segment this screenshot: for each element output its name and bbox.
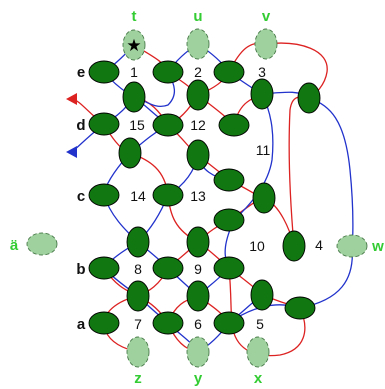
junction-node[interactable]	[284, 296, 316, 320]
junction-node[interactable]	[152, 311, 184, 335]
junction-node[interactable]	[88, 112, 120, 136]
port-node-u[interactable]	[186, 28, 210, 60]
junction-node[interactable]	[126, 280, 150, 312]
junction-node[interactable]	[152, 183, 184, 207]
row-label-b: b	[76, 261, 85, 278]
cell-number-3: 3	[258, 64, 266, 80]
port-labels: t u v w x y z ä	[10, 8, 384, 387]
junction-node[interactable]	[218, 113, 250, 137]
junction-node[interactable]	[126, 226, 150, 258]
cell-number-11: 11	[256, 142, 271, 158]
junction-node[interactable]	[186, 79, 210, 111]
junction-node[interactable]	[88, 311, 120, 335]
port-node-v[interactable]	[254, 28, 278, 60]
red-wire	[228, 42, 328, 99]
row-label-c: c	[77, 188, 85, 205]
row-label-e: e	[77, 64, 85, 81]
junction-node[interactable]	[152, 113, 184, 137]
junction-node[interactable]	[88, 60, 120, 84]
port-label-u: u	[193, 8, 202, 25]
cell-number-2: 2	[194, 64, 202, 80]
junction-node[interactable]	[118, 137, 142, 169]
cell-number-1: 1	[130, 64, 138, 80]
junction-node[interactable]	[213, 60, 245, 84]
junction-node[interactable]	[186, 139, 210, 171]
cell-number-15: 15	[129, 117, 145, 133]
junction-nodes	[88, 60, 321, 335]
cell-number-8: 8	[134, 261, 142, 277]
port-label-ae: ä	[10, 237, 19, 254]
junction-node[interactable]	[213, 256, 245, 280]
cell-number-14: 14	[130, 188, 146, 204]
row-labels: e d c b a	[76, 64, 85, 333]
junction-node[interactable]	[122, 81, 146, 113]
junction-node[interactable]	[250, 78, 274, 110]
cell-number-9: 9	[194, 261, 202, 277]
port-node-w[interactable]	[336, 234, 368, 258]
junction-node[interactable]	[282, 230, 306, 262]
cell-number-5: 5	[256, 316, 264, 332]
junction-node[interactable]	[213, 168, 245, 192]
cell-number-7: 7	[134, 316, 142, 332]
junction-node[interactable]	[297, 82, 321, 114]
port-node-y[interactable]	[186, 336, 210, 368]
junction-node[interactable]	[88, 183, 120, 207]
port-node-x[interactable]	[246, 336, 270, 368]
red-exit-arrow	[66, 93, 77, 105]
blue-wire	[233, 93, 274, 221]
port-label-t: t	[132, 8, 137, 25]
port-label-z: z	[134, 370, 142, 387]
port-label-y: y	[194, 370, 203, 387]
port-node-t[interactable]	[122, 29, 146, 61]
cell-number-13: 13	[190, 188, 206, 204]
port-label-x: x	[254, 370, 263, 387]
cell-numbers: 1 2 3 15 12 11 14 13 10 4 8 9 7 6 5	[129, 64, 323, 332]
red-wire	[288, 96, 310, 247]
port-node-z[interactable]	[126, 336, 150, 368]
junction-node[interactable]	[186, 280, 210, 312]
row-label-d: d	[76, 117, 85, 134]
junction-node[interactable]	[250, 279, 274, 311]
port-label-w: w	[371, 238, 384, 255]
row-label-a: a	[77, 316, 86, 333]
cell-number-4: 4	[315, 237, 323, 253]
junction-node[interactable]	[152, 60, 184, 84]
blue-exit-arrow	[66, 146, 77, 158]
cell-number-10: 10	[249, 238, 265, 254]
junction-node[interactable]	[213, 311, 245, 335]
cell-number-6: 6	[194, 316, 202, 332]
start-star-icon: ★	[126, 36, 141, 55]
port-label-v: v	[262, 8, 271, 25]
cell-number-12: 12	[190, 117, 206, 133]
junction-node[interactable]	[152, 256, 184, 280]
junction-node[interactable]	[88, 256, 120, 280]
junction-node[interactable]	[213, 208, 245, 232]
junction-node[interactable]	[252, 182, 276, 214]
port-nodes	[26, 28, 368, 368]
junction-node[interactable]	[186, 226, 210, 258]
port-node-ae[interactable]	[26, 232, 58, 256]
blue-wire	[261, 91, 354, 309]
